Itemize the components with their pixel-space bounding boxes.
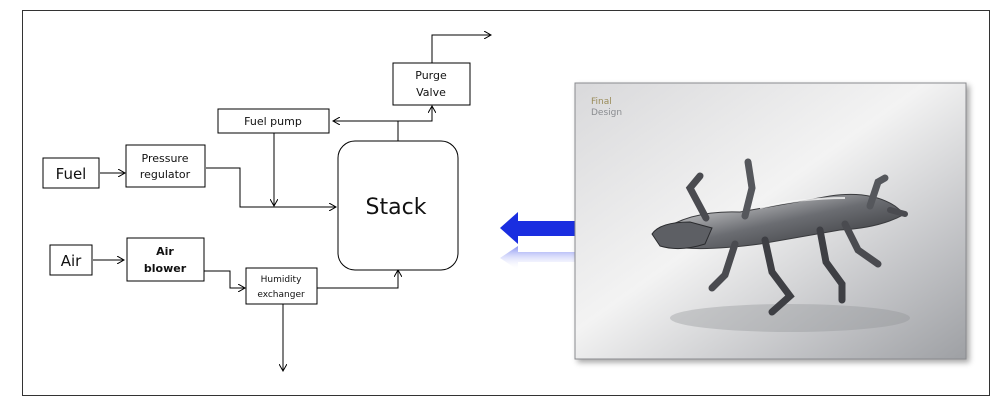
humidity-exchanger-label-line2: exchanger: [257, 290, 305, 300]
stack-to-purge-arrow: [398, 106, 432, 122]
watermark-line1: Final: [591, 97, 612, 107]
humidity-to-stack-arrow: [317, 270, 398, 289]
purge-valve-box: Purge Valve: [392, 62, 471, 106]
air-blower-label-line1: Air: [156, 245, 174, 258]
stack-label: Stack: [366, 195, 427, 220]
fuel-pump-box: Fuel pump: [217, 108, 330, 134]
robot-figure: [651, 158, 910, 332]
watermark: Final Design: [591, 97, 622, 118]
diagram-frame: [22, 10, 990, 396]
fuel-label: Fuel: [56, 165, 87, 183]
humidity-exchanger-label-line1: Humidity: [261, 275, 302, 285]
purge-valve-label-line2: Valve: [416, 86, 446, 99]
air-box: Air: [49, 244, 93, 276]
purge-valve-label-line1: Purge: [415, 69, 447, 82]
connectors: [93, 35, 491, 371]
air-blower-box: Air blower: [126, 237, 205, 282]
pressure-regulator-label-line2: regulator: [140, 168, 191, 181]
regulator-to-stack-arrow: [206, 167, 336, 207]
fuel-pump-label: Fuel pump: [244, 115, 302, 128]
watermark-line2: Design: [591, 108, 622, 118]
stack-box: Stack: [337, 140, 459, 271]
pressure-regulator-label-line1: Pressure: [142, 152, 189, 165]
pressure-regulator-box: Pressure regulator: [125, 144, 206, 188]
purge-exhaust-arrow: [431, 35, 491, 63]
air-label: Air: [61, 252, 82, 270]
fuel-box: Fuel: [42, 157, 100, 189]
air-blower-label-line2: blower: [144, 262, 187, 275]
humidity-exchanger-box: Humidity exchanger: [245, 267, 318, 305]
blower-to-humidity-arrow: [204, 270, 245, 288]
stack-to-pump-arrow: [333, 121, 399, 141]
